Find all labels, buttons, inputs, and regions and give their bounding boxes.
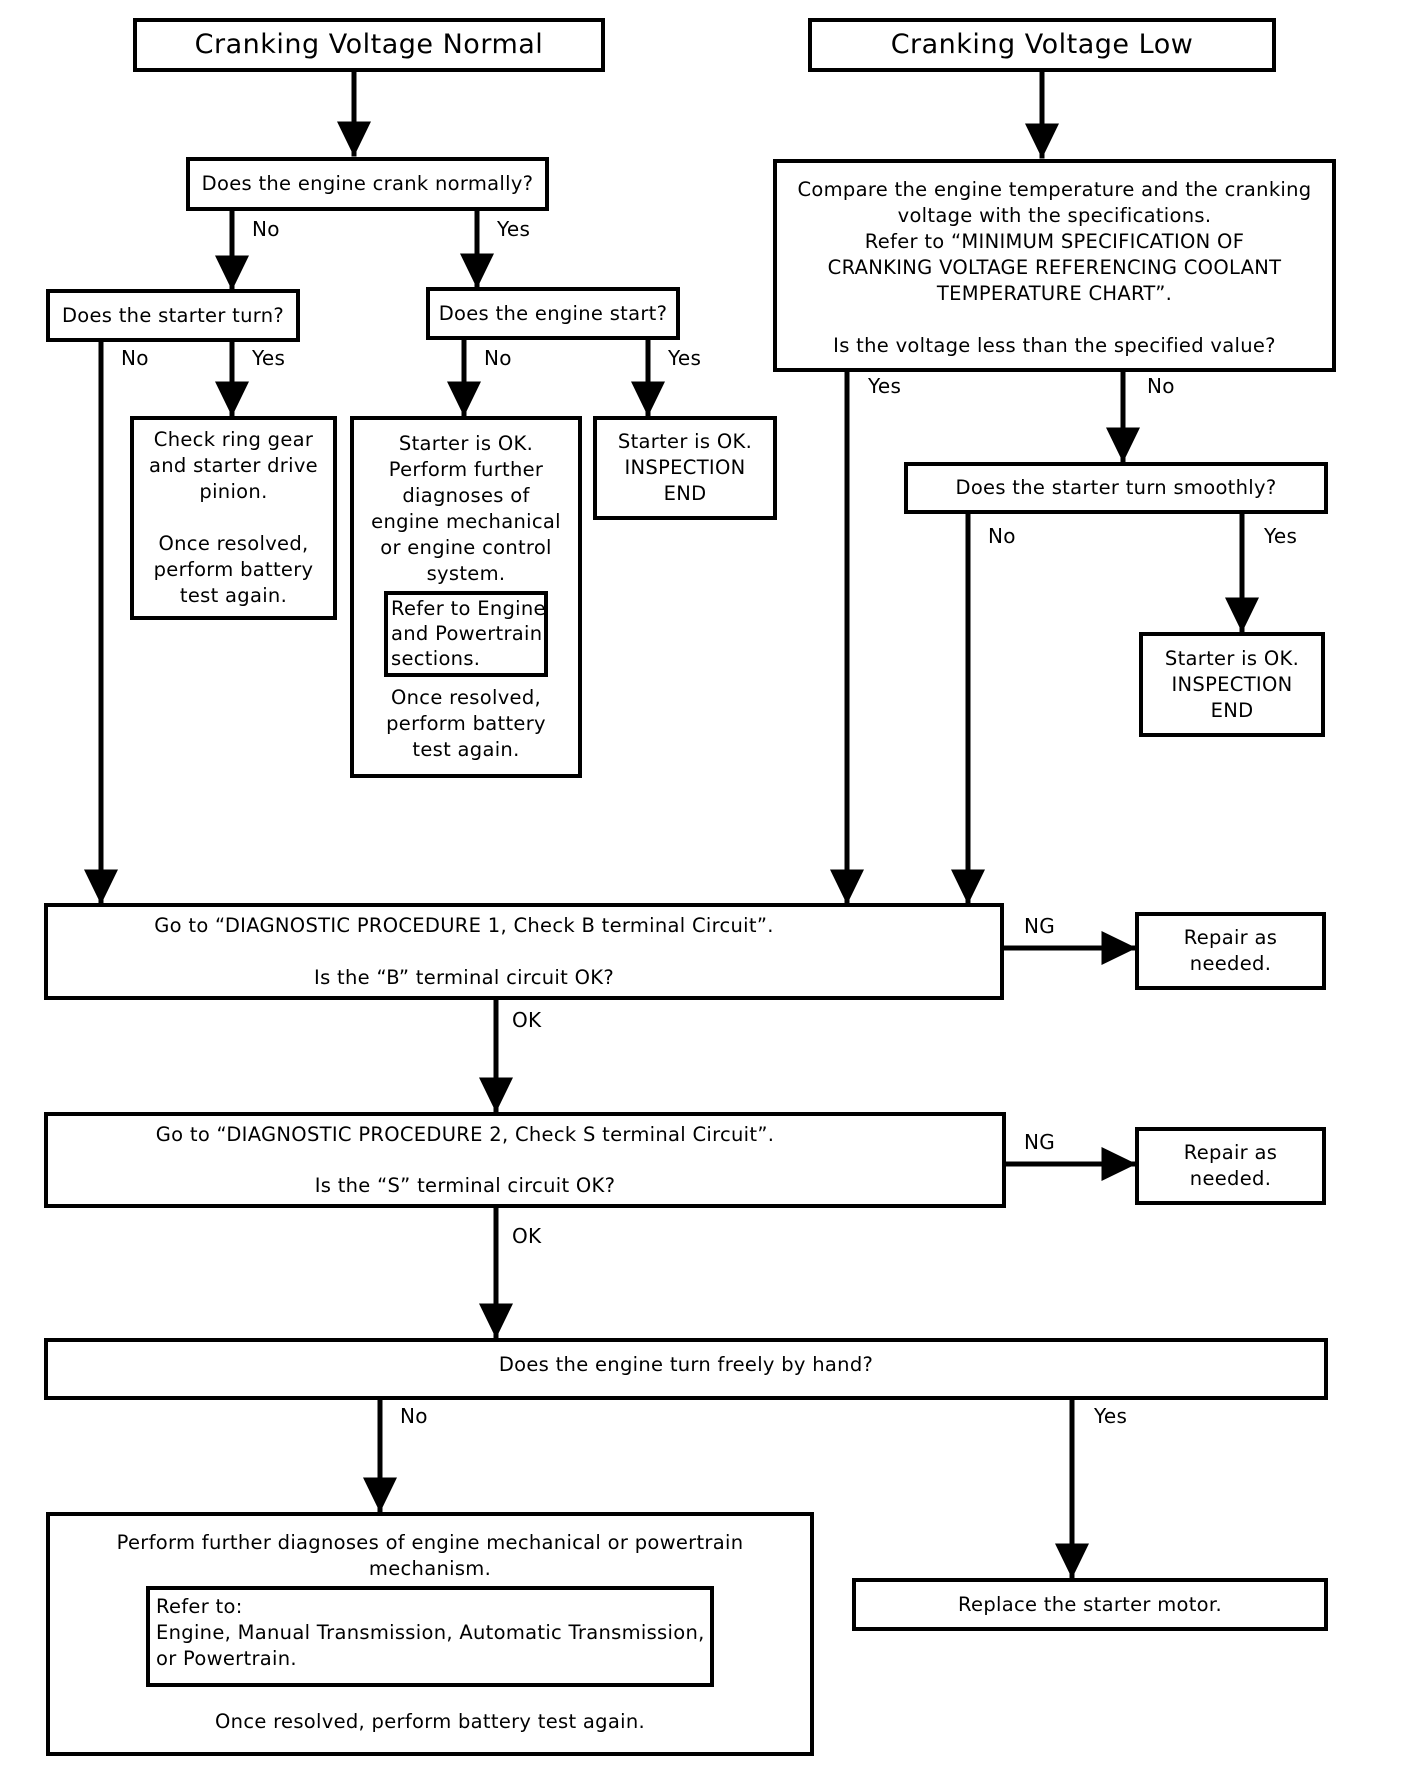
node-label: Replace the starter motor. — [958, 1592, 1222, 1616]
node-line: mechanism. — [368, 1557, 492, 1580]
node-line: Repair as — [1183, 1141, 1278, 1164]
node-line: diagnoses of — [402, 484, 530, 507]
node-line: Go to “DIAGNOSTIC PROCEDURE 2, Check S t… — [155, 1123, 775, 1146]
node-line: needed. — [1189, 1167, 1272, 1190]
refer-engine-powertrain-box: Refer to Engine and Powertrain sections. — [384, 591, 548, 677]
node-line: or engine control — [380, 536, 552, 559]
node-note: Once resolved, — [390, 686, 542, 709]
node-check-ring-gear: Check ring gear and starter drive pinion… — [130, 416, 337, 620]
node-compare-temperature: Compare the engine temperature and the c… — [773, 159, 1336, 372]
edge-label-crank-yes: Yes — [497, 217, 531, 241]
node-question: Does the starter turn? — [61, 303, 285, 327]
node-engine-crank-normally: Does the engine crank normally? — [186, 157, 549, 211]
node-note: Once resolved, — [158, 532, 309, 555]
node-note: test again. — [412, 738, 520, 761]
node-starter-turn-smoothly: Does the starter turn smoothly? — [904, 462, 1328, 514]
node-line: END — [663, 482, 707, 505]
refer-line: Refer to: — [156, 1595, 243, 1618]
node-repair-2: Repair as needed. — [1135, 1127, 1326, 1205]
node-repair-1: Repair as needed. — [1135, 912, 1326, 990]
node-line: Refer to “MINIMUM SPECIFICATION OF — [864, 229, 1245, 253]
node-line: INSPECTION — [1171, 672, 1293, 696]
node-starter-ok-further-diagnoses: Starter is OK. Perform further diagnoses… — [350, 416, 582, 778]
edge-label-hand-yes: Yes — [1094, 1404, 1128, 1428]
node-cranking-voltage-low: Cranking Voltage Low — [808, 18, 1276, 72]
node-question: Is the voltage less than the specified v… — [833, 333, 1276, 357]
node-line: pinion. — [199, 480, 268, 503]
node-line: Go to “DIAGNOSTIC PROCEDURE 1, Check B t… — [154, 914, 774, 937]
node-starter-ok-end-2: Starter is OK. INSPECTION END — [1139, 632, 1325, 737]
node-line: needed. — [1189, 952, 1272, 975]
edge-label-proc2-ng: NG — [1024, 1130, 1056, 1154]
edge-label-proc1-ok: OK — [512, 1008, 542, 1032]
node-diagnostic-procedure-1: Go to “DIAGNOSTIC PROCEDURE 1, Check B t… — [44, 903, 1004, 1000]
refer-line: sections. — [391, 647, 481, 670]
edge-label-starter-turn-yes: Yes — [252, 346, 286, 370]
node-question: Does the engine turn freely by hand? — [498, 1353, 874, 1376]
node-question: Is the “B” terminal circuit OK? — [314, 966, 614, 989]
node-line: Compare the engine temperature and the c… — [797, 177, 1312, 201]
node-question: Does the engine crank normally? — [201, 172, 534, 195]
node-line: system. — [426, 562, 506, 585]
edge-label-smooth-yes: Yes — [1264, 524, 1298, 548]
node-question: Does the starter turn smoothly? — [955, 476, 1277, 499]
refer-line: or Powertrain. — [156, 1647, 297, 1670]
node-line: engine mechanical — [371, 510, 561, 533]
edge-label-crank-no: No — [252, 217, 280, 241]
refer-line: Engine, Manual Transmission, Automatic T… — [156, 1621, 705, 1644]
edge-label-smooth-no: No — [988, 524, 1016, 548]
node-line: CRANKING VOLTAGE REFERENCING COOLANT — [827, 255, 1282, 279]
edge-label-engine-start-yes: Yes — [668, 346, 702, 370]
node-line: Repair as — [1183, 926, 1278, 949]
edge-label-voltage-yes: Yes — [868, 374, 902, 398]
node-line: Starter is OK. — [398, 432, 534, 455]
node-line: and starter drive — [149, 454, 318, 477]
refer-line: Refer to Engine — [391, 597, 546, 620]
node-note: perform battery — [153, 558, 314, 581]
node-starter-ok-end-1: Starter is OK. INSPECTION END — [593, 416, 777, 520]
node-line: Starter is OK. — [617, 430, 753, 453]
edge-label-proc1-ng: NG — [1024, 914, 1056, 938]
node-line: END — [1210, 698, 1254, 722]
node-note: Once resolved, perform battery test agai… — [215, 1710, 645, 1733]
edge-label-engine-start-no: No — [484, 346, 512, 370]
node-cranking-voltage-normal: Cranking Voltage Normal — [133, 18, 605, 72]
node-line: Check ring gear — [153, 428, 314, 451]
refer-transmission-box: Refer to: Engine, Manual Transmission, A… — [146, 1586, 714, 1687]
node-line: voltage with the specifications. — [897, 203, 1212, 227]
node-note: perform battery — [386, 712, 546, 735]
node-starter-turn: Does the starter turn? — [46, 289, 300, 342]
node-diagnostic-procedure-2: Go to “DIAGNOSTIC PROCEDURE 2, Check S t… — [44, 1112, 1006, 1208]
node-line: Perform further — [388, 458, 544, 481]
node-line: INSPECTION — [624, 456, 746, 479]
node-line: Starter is OK. — [1164, 646, 1300, 670]
edge-label-hand-no: No — [400, 1404, 428, 1428]
node-further-mechanical-diagnoses: Perform further diagnoses of engine mech… — [46, 1512, 814, 1756]
edge-label-starter-turn-no: No — [121, 346, 149, 370]
node-question: Does the engine start? — [438, 301, 668, 325]
edge-label-voltage-no: No — [1147, 374, 1175, 398]
node-label: Cranking Voltage Normal — [194, 29, 544, 60]
node-line: TEMPERATURE CHART”. — [936, 281, 1173, 305]
node-question: Is the “S” terminal circuit OK? — [314, 1174, 616, 1197]
node-line: Perform further diagnoses of engine mech… — [116, 1531, 744, 1554]
node-engine-start: Does the engine start? — [426, 287, 680, 340]
node-replace-starter-motor: Replace the starter motor. — [852, 1578, 1328, 1631]
node-label: Cranking Voltage Low — [890, 29, 1194, 60]
node-note: test again. — [179, 584, 288, 607]
node-engine-turn-by-hand: Does the engine turn freely by hand? — [44, 1338, 1328, 1400]
edge-label-proc2-ok: OK — [512, 1224, 542, 1248]
refer-line: and Powertrain — [391, 622, 543, 645]
